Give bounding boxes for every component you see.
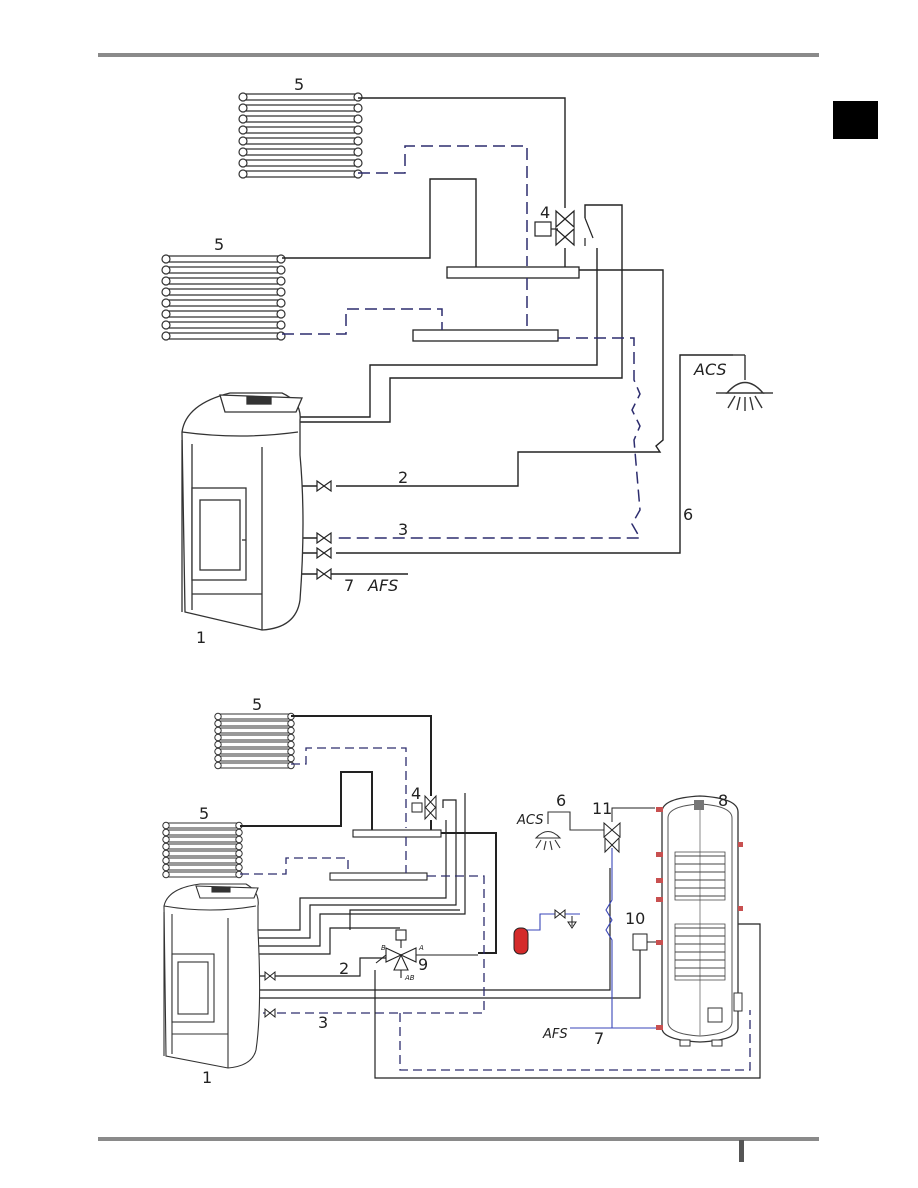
d1-valve-label: 4 (540, 203, 550, 222)
d2-tank-label: 8 (718, 791, 728, 810)
diagram-1: 5 5 4 2 3 6 7 AFS ACS 1 (161, 75, 773, 647)
d2-supply-label: 2 (339, 959, 349, 978)
zone-valve-1 (534, 209, 594, 247)
footer-tick (739, 1140, 744, 1162)
storage-tank (656, 795, 743, 1047)
d1-cold-water-num: 7 (344, 576, 354, 595)
three-way-valve (375, 929, 478, 978)
d1-supply-label: 2 (398, 468, 408, 487)
d1-cold-water-text: AFS (367, 576, 398, 595)
d2-return-label: 3 (318, 1013, 328, 1032)
d1-radiator-top-label: 5 (294, 75, 304, 94)
circulation-pump (632, 933, 648, 951)
d2-valve-label: 4 (411, 784, 421, 803)
diagram-2: 5 5 4 6 ACS 11 8 10 9 A B AB 2 3 AFS 7 1 (162, 695, 761, 1087)
d2-zone-valve (411, 794, 437, 821)
shower-head-1 (716, 354, 773, 411)
d1-hot-water-num: 6 (683, 505, 693, 524)
d2-port-a: A (418, 944, 424, 952)
d1-stove-label: 1 (196, 628, 206, 647)
manifold-return (412, 329, 559, 342)
d1-radiator-mid-label: 5 (214, 235, 224, 254)
pellet-stove-1 (181, 392, 304, 631)
d2-port-ab: AB (404, 974, 415, 982)
d2-cold-water-text: AFS (542, 1027, 568, 1042)
manifold-supply (446, 266, 580, 279)
d2-port-b: B (381, 944, 386, 952)
d2-stove-label: 1 (202, 1068, 212, 1087)
top-rule (98, 53, 819, 57)
radiator-mid (161, 254, 286, 341)
bottom-rule (98, 1137, 819, 1141)
d1-return-label: 3 (398, 520, 408, 539)
d2-mixing-valve-label: 11 (592, 799, 612, 818)
expansion-tank (513, 927, 529, 955)
mixing-valve (603, 807, 655, 854)
d2-pump-label: 10 (625, 909, 645, 928)
chapter-tab (833, 101, 878, 139)
pellet-stove-2 (163, 883, 261, 1069)
d2-hot-water-num: 6 (556, 791, 566, 810)
d2-three-way-label: 9 (418, 955, 428, 974)
d2-radiator-top (214, 712, 295, 770)
d2-radiator-mid-label: 5 (199, 804, 209, 823)
d2-cold-water-num: 7 (594, 1029, 604, 1048)
d2-radiator-mid (162, 821, 243, 879)
d2-hot-water-text: ACS (516, 813, 543, 828)
d2-radiator-top-label: 5 (252, 695, 262, 714)
shower-head-2 (534, 811, 605, 851)
radiator-top (238, 92, 363, 179)
d1-hot-water-text: ACS (693, 360, 727, 379)
